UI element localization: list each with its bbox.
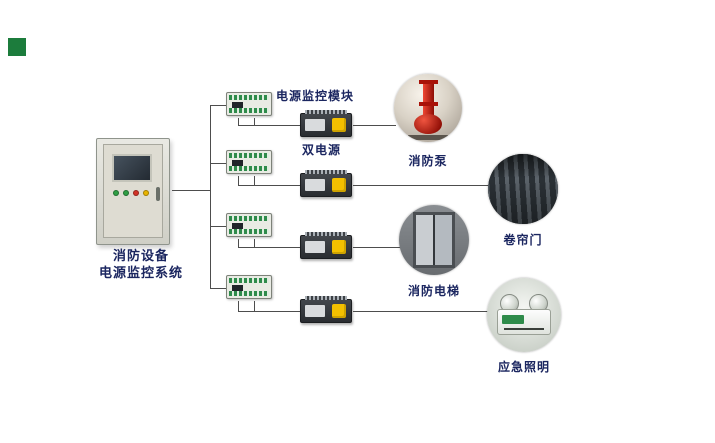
connector-line xyxy=(238,311,300,312)
indicator-yellow xyxy=(143,190,149,196)
connector-line xyxy=(254,239,255,247)
power-monitor-module-icon xyxy=(226,275,272,299)
connector-line xyxy=(238,118,239,125)
connector-line xyxy=(238,301,239,311)
connector-line xyxy=(353,311,488,312)
connector-line xyxy=(353,125,396,126)
connector-line xyxy=(254,118,255,125)
fire-pump-icon xyxy=(394,74,462,142)
connector-line xyxy=(353,247,400,248)
control-cabinet-icon xyxy=(96,138,170,245)
connector-line xyxy=(254,176,255,185)
indicator-green xyxy=(113,190,119,196)
module-label: 电源监控模块 xyxy=(276,89,355,103)
elevator-doors xyxy=(416,215,452,265)
equipment-label-emergency-lighting: 应急照明 xyxy=(497,360,550,374)
connector-line xyxy=(238,247,300,248)
ats-label-plate xyxy=(305,305,325,317)
pump-flange xyxy=(419,80,438,84)
pump-base xyxy=(408,135,448,140)
module-display xyxy=(232,223,243,229)
system-title-line1: 消防设备 xyxy=(112,249,169,264)
connector-line xyxy=(210,288,226,289)
ats-yellow-handle xyxy=(332,118,346,132)
door-shading xyxy=(488,154,558,224)
ats-switch-icon xyxy=(300,170,352,197)
connector-line xyxy=(238,185,300,186)
pump-pipe xyxy=(423,81,434,119)
cabinet-handle xyxy=(156,187,160,201)
connector-line xyxy=(353,185,489,186)
connector-line xyxy=(210,105,226,106)
system-title-line2: 电源监控系统 xyxy=(98,266,183,281)
cabinet-door xyxy=(103,144,163,238)
rolling-door-icon xyxy=(488,154,558,224)
indicator-green xyxy=(123,190,129,196)
system-title: 消防设备 电源监控系统 xyxy=(80,248,202,282)
module-display xyxy=(232,160,243,166)
power-monitor-module-icon xyxy=(226,213,272,237)
connector-line xyxy=(210,105,211,288)
emergency-light-baseline xyxy=(504,328,544,330)
ats-yellow-handle xyxy=(332,240,346,254)
fire-elevator-icon xyxy=(399,205,469,275)
dual-power-label: 双电源 xyxy=(302,143,342,157)
equipment-label-rolling-door: 卷帘门 xyxy=(503,233,543,247)
ats-label-plate xyxy=(305,179,325,191)
indicator-red xyxy=(133,190,139,196)
ats-switch-icon xyxy=(300,110,352,137)
ats-switch-icon xyxy=(300,296,352,323)
module-display xyxy=(232,285,243,291)
ats-label-plate xyxy=(305,241,325,253)
cabinet-screen xyxy=(112,154,152,182)
connector-line xyxy=(238,239,239,247)
connector-line xyxy=(254,301,255,311)
ats-yellow-handle xyxy=(332,178,346,192)
green-marker xyxy=(8,38,26,56)
module-display xyxy=(232,102,243,108)
ats-switch-icon xyxy=(300,232,352,259)
equipment-label-fire-pump: 消防泵 xyxy=(408,154,448,168)
connector-line xyxy=(210,226,226,227)
ats-yellow-handle xyxy=(332,304,346,318)
emergency-light-icon xyxy=(487,278,561,352)
connector-line xyxy=(238,176,239,185)
emergency-light-green-label xyxy=(502,315,524,324)
power-monitor-module-icon xyxy=(226,92,272,116)
ats-label-plate xyxy=(305,119,325,131)
pump-body xyxy=(414,114,442,134)
cabinet-indicator-lights xyxy=(113,190,149,196)
emergency-light-body xyxy=(497,309,551,335)
pump-flange xyxy=(419,102,438,106)
connector-line xyxy=(172,190,210,191)
equipment-label-fire-elevator: 消防电梯 xyxy=(407,284,460,298)
connector-line xyxy=(210,163,226,164)
power-monitor-module-icon xyxy=(226,150,272,174)
connector-line xyxy=(238,125,300,126)
